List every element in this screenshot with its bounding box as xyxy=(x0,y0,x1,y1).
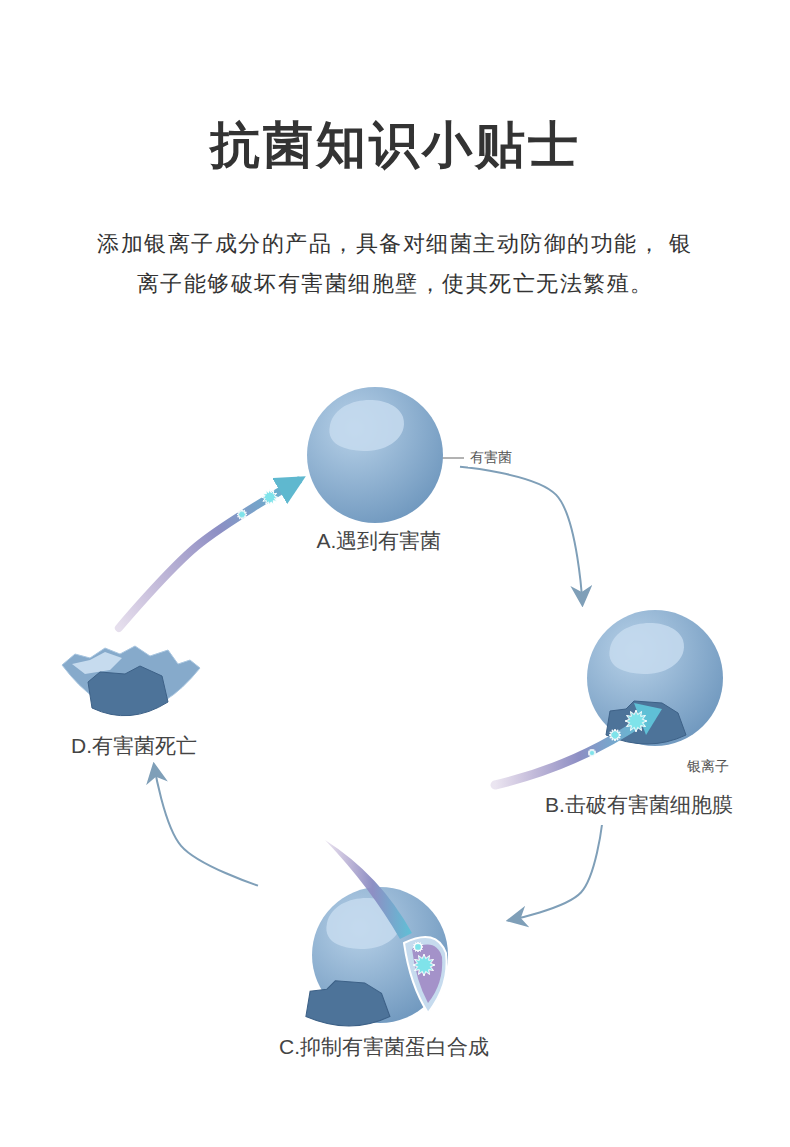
cell-damage xyxy=(606,701,686,744)
bacterium-cell xyxy=(587,610,723,746)
flow-arrow xyxy=(510,825,602,920)
page-title: 抗菌知识小贴士 xyxy=(0,112,790,179)
silver-ion xyxy=(413,954,435,976)
stage-node: D.有害菌死亡 xyxy=(50,630,218,764)
cell-damage xyxy=(88,666,168,716)
cell-highlight xyxy=(72,652,122,674)
intro-text: 添加银离子成分的产品，具备对细菌主动防御的功能， 银离子能够破坏有害菌细胞壁，使… xyxy=(95,224,695,304)
silver-ion xyxy=(237,510,247,520)
ion-sparkles xyxy=(237,489,278,519)
ion-streak xyxy=(495,717,648,785)
ion-inside xyxy=(412,945,442,1004)
flow-arrow xyxy=(460,467,582,603)
stage-label: B.击破有害菌细胞膜 xyxy=(530,789,748,823)
stage-illustration xyxy=(50,630,210,730)
silver-ion xyxy=(262,489,278,505)
stage-illustration xyxy=(260,835,500,1031)
silver-ion xyxy=(413,942,423,952)
stage-label: C.抑制有害菌蛋白合成 xyxy=(260,1031,508,1065)
bacterium-cell xyxy=(307,387,443,523)
stage-node: C.抑制有害菌蛋白合成 xyxy=(260,835,508,1065)
cell-damage xyxy=(306,981,390,1026)
callout-label: 银离子 xyxy=(685,758,731,776)
callout-label: 有害菌 xyxy=(468,449,514,467)
ion-streak xyxy=(325,840,412,939)
silver-ion xyxy=(588,749,596,757)
silver-ion xyxy=(625,710,647,732)
stage-node: A.遇到有害菌 xyxy=(300,385,458,559)
cell-highlight xyxy=(329,400,404,451)
stage-label: D.有害菌死亡 xyxy=(50,730,218,764)
cell-highlight xyxy=(609,623,684,674)
stage-node: B.击破有害菌细胞膜 xyxy=(530,605,748,823)
cell-opening xyxy=(404,937,447,1013)
stage-label: A.遇到有害菌 xyxy=(300,525,458,559)
silver-ion xyxy=(609,729,621,741)
stage-illustration xyxy=(300,385,450,525)
flow-arrow xyxy=(154,766,258,886)
flow-arrow xyxy=(119,481,298,628)
